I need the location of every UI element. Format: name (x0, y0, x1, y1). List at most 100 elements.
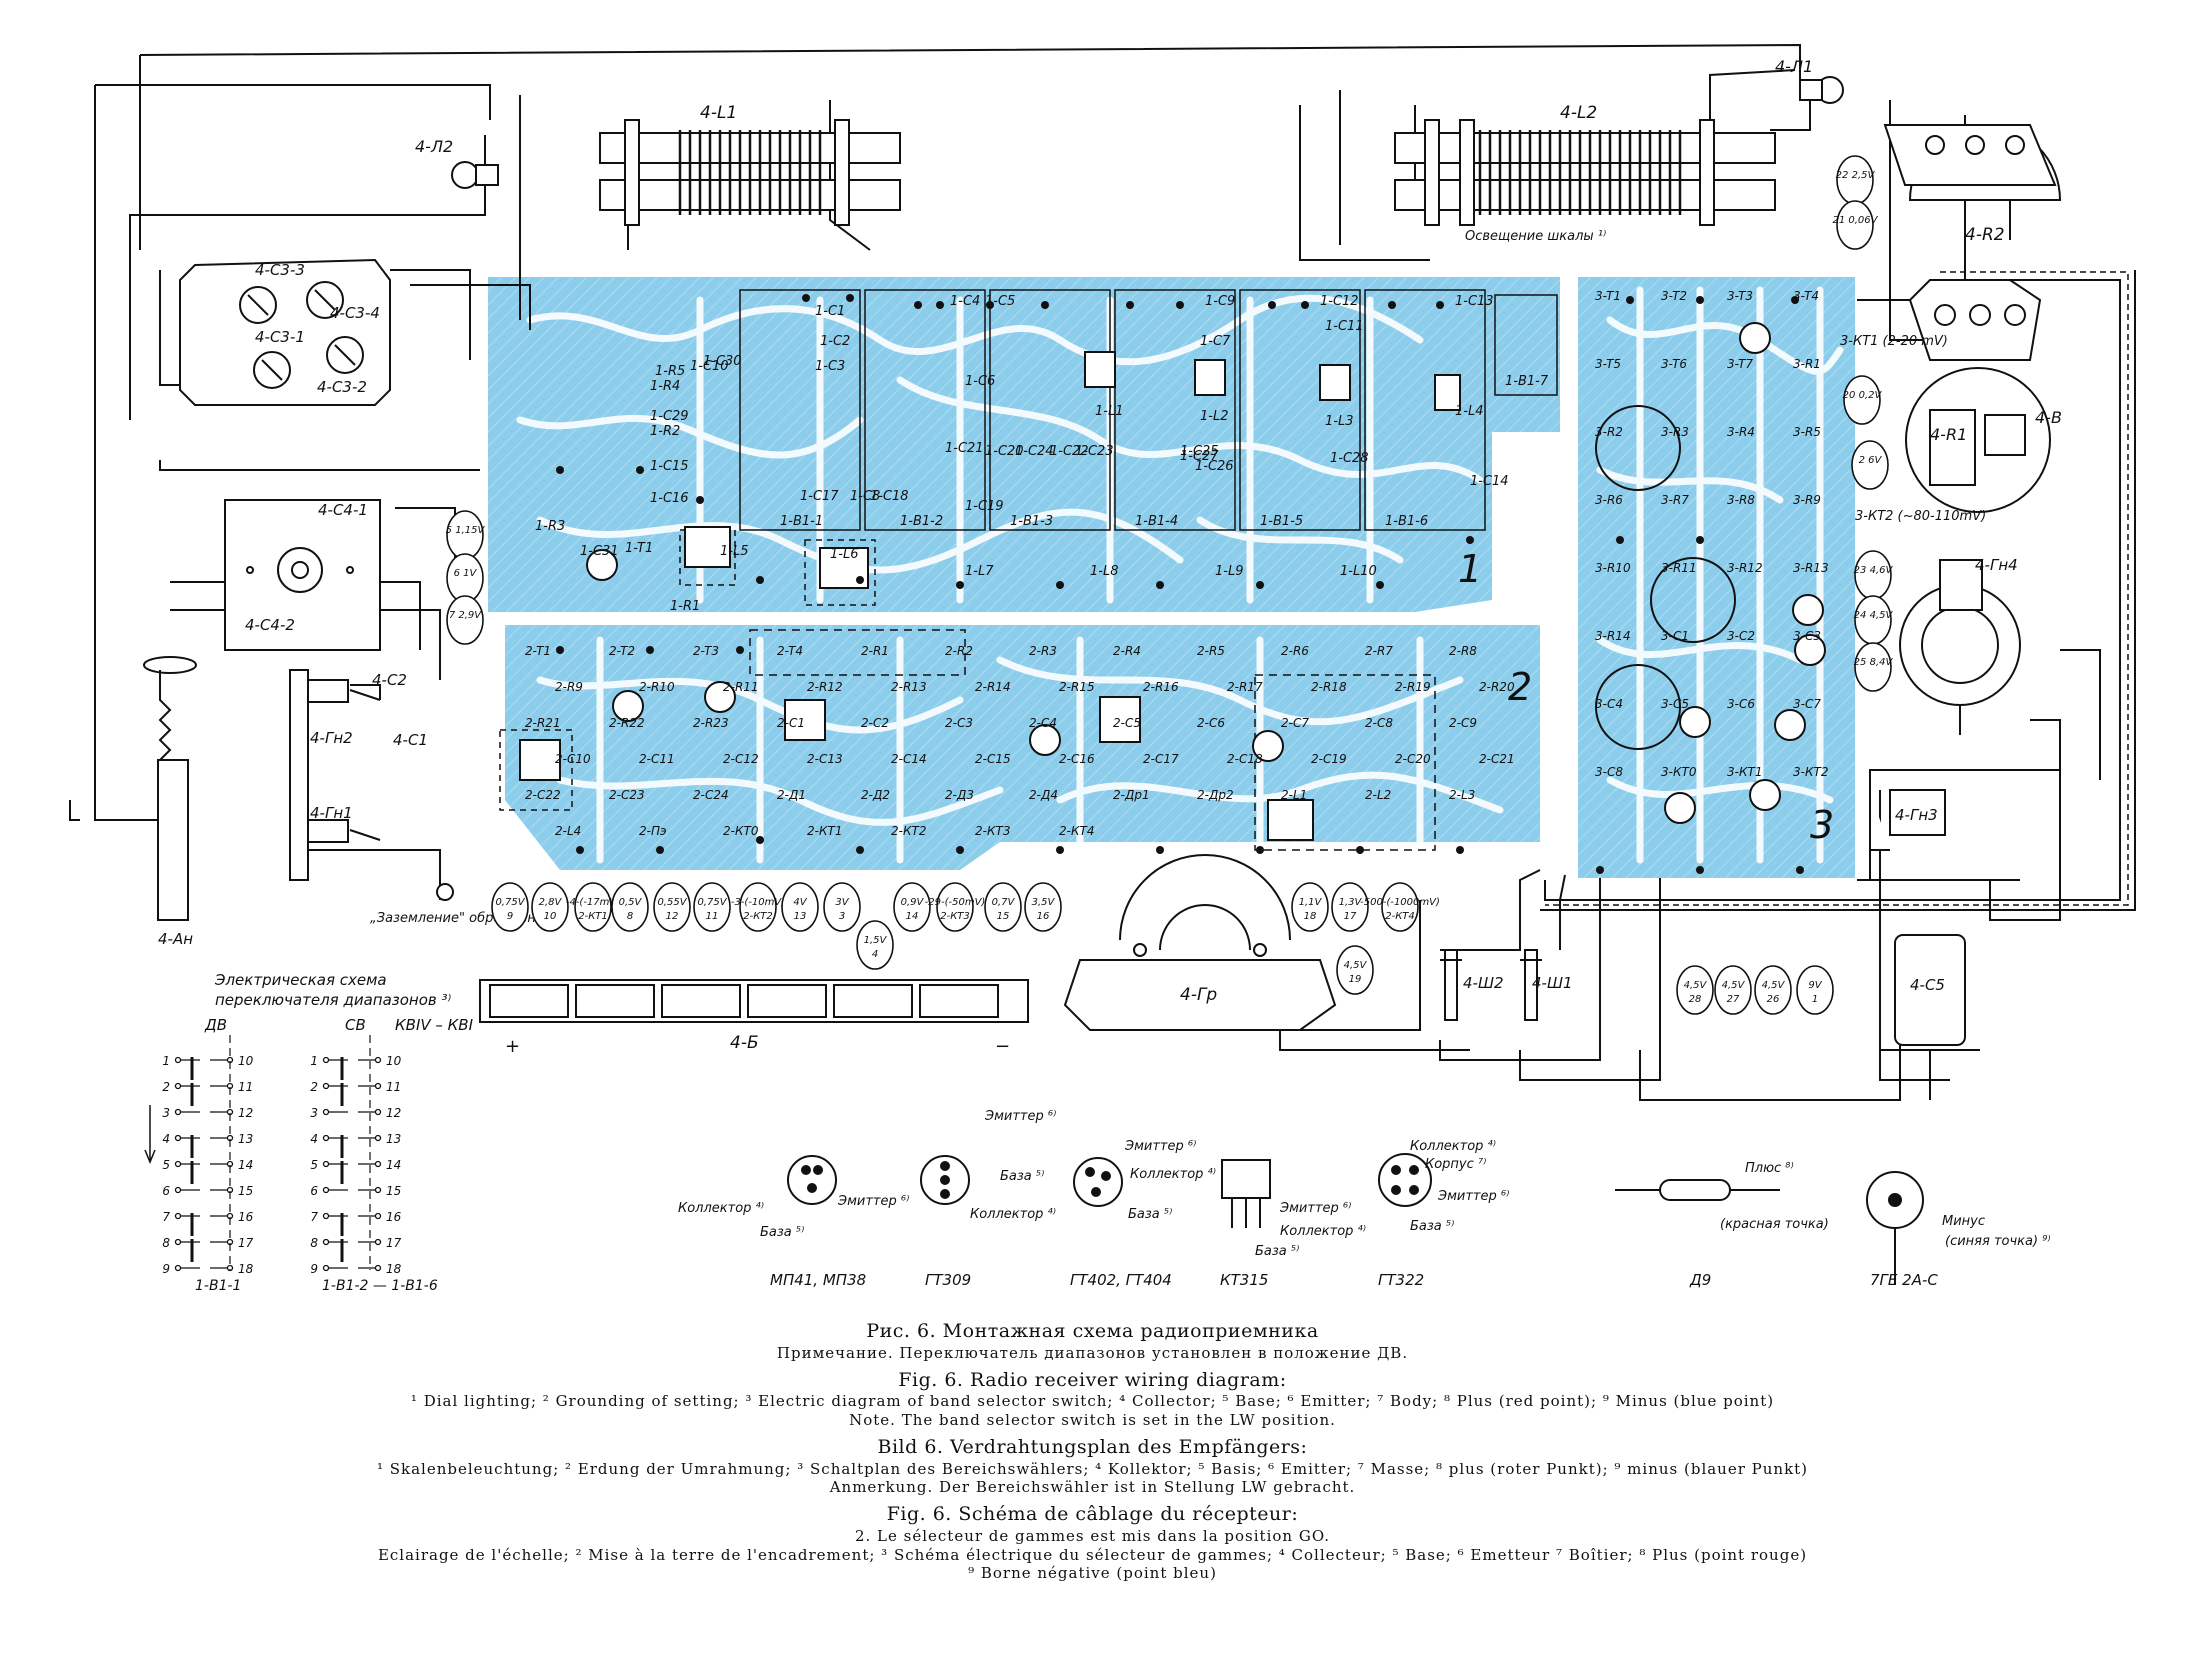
pinout-name: ГТ322 (1378, 1271, 1424, 1289)
component-label-2-c14: 2-C14 (891, 752, 927, 766)
switch-pin-left: 8 (162, 1236, 170, 1250)
variable-resistor-r2 (1883, 124, 2062, 201)
component-label-1-c29: 1-C29 (650, 409, 689, 424)
component-label-2-r4: 2-R4 (1113, 644, 1141, 658)
component-label-2-кт4: 2-КТ4 (1059, 824, 1094, 838)
component-label-3-r8: 3-R8 (1727, 493, 1755, 507)
switch-pin-right: 13 (238, 1132, 253, 1146)
pinout-mp41 (787, 1155, 837, 1205)
switch-row: 6 15 (162, 1184, 253, 1198)
switch-pin-right: 10 (386, 1054, 402, 1068)
switch-label-1: 1-B1-1 (195, 1278, 241, 1294)
pinout-pin-label: Плюс ⁸⁾ (1745, 1161, 1794, 1176)
switch-pin-right: 17 (386, 1236, 402, 1250)
component-label-2-c9: 2-C9 (1449, 716, 1477, 730)
component-label-3-c3: 3-C3 (1793, 629, 1821, 643)
component-label-3-r13: 3-R13 (1793, 561, 1829, 575)
component-label-2-c3: 2-C3 (945, 716, 973, 730)
switch-pin-right: 18 (386, 1262, 402, 1276)
component-label-3-r11: 3-R11 (1661, 561, 1697, 575)
component-label-3-c7: 3-C7 (1793, 697, 1821, 711)
component-label-2-r6: 2-R6 (1281, 644, 1309, 658)
component-label-2-l1: 2-L1 (1281, 788, 1307, 802)
test-point-voltage: 4V (793, 897, 807, 908)
pinout-pin-label: База ⁵⁾ (760, 1225, 804, 1240)
switch-pin-left: 3 (310, 1106, 318, 1120)
component-label-2-l3: 2-L3 (1449, 788, 1475, 802)
caption-en-legend: ¹ Dial lighting; ² Grounding of setting;… (410, 1392, 1775, 1411)
board-number-3: 3 (1810, 803, 1834, 847)
caption-ru-title: Рис. 6. Монтажная схема радиоприемника (866, 1320, 1319, 1342)
switch-pin-left: 8 (310, 1236, 318, 1250)
component-label-1-c7: 1-C7 (1200, 334, 1231, 349)
component-label-2-t2: 2-T2 (609, 644, 635, 658)
component-label-1-c9: 1-C9 (1205, 294, 1235, 309)
test-point-20: 6 1V (446, 553, 484, 603)
component-label-2-c6: 2-C6 (1197, 716, 1225, 730)
label-c3-1: 4-C3-1 (255, 328, 305, 346)
component-label-2-r23: 2-R23 (693, 716, 729, 730)
lamp-icon (451, 76, 1844, 189)
component-label-1-r5: 1-R5 (655, 364, 685, 379)
label-gn2: 4-Гн2 (310, 729, 353, 747)
component-label-1-c26: 1-C26 (1195, 459, 1234, 474)
switch-pin-right: 14 (386, 1158, 401, 1172)
rf-filter-boxes (499, 289, 1558, 851)
component-label-3-r3: 3-R3 (1661, 425, 1689, 439)
switch-pin-left: 3 (162, 1106, 170, 1120)
component-label-1-c30: 1-C30 (703, 354, 742, 369)
test-point-voltage: 20 0,2V (1843, 390, 1883, 401)
component-label-3-t2: 3-T2 (1661, 289, 1687, 303)
component-label-2-кт1: 2-КТ1 (807, 824, 842, 838)
component-label-1-l6: 1-L6 (830, 547, 858, 562)
pinout-name: ГТ402, ГТ404 (1070, 1271, 1172, 1289)
test-point-number: 15 (997, 911, 1010, 922)
test-point-voltage: 4,5V (1684, 980, 1708, 991)
component-label-1-b1-4: 1-B1-4 (1135, 514, 1178, 529)
component-label-2-t4: 2-T4 (777, 644, 803, 658)
switch-pin-right: 16 (238, 1210, 254, 1224)
component-label-1-c14: 1-C14 (1470, 474, 1509, 489)
pinout-pin-label: Коллектор ⁴⁾ (970, 1207, 1056, 1222)
test-point-7: -3-(-10mV)2-КТ2 (731, 882, 785, 932)
test-point-voltage: 1,3V (1339, 897, 1363, 908)
pinout-pin-label: База ⁵⁾ (1000, 1169, 1044, 1184)
component-label-2-r12: 2-R12 (807, 680, 843, 694)
label-4-L1: 4-L1 (700, 103, 737, 123)
test-point-number: 11 (706, 911, 719, 922)
label-c3-3: 4-C3-3 (255, 261, 305, 279)
test-point-voltage: 0,7V (992, 897, 1016, 908)
switch-pin-left: 5 (310, 1158, 318, 1172)
test-point-25: 2 6V (1851, 440, 1889, 490)
component-label-2-r10: 2-R10 (639, 680, 675, 694)
pinout-pin-label: (красная точка) (1720, 1217, 1829, 1232)
test-point-voltage: 0,5V (619, 897, 643, 908)
test-point-number: 16 (1037, 911, 1050, 922)
test-point-voltage: -29-(-50mV) (925, 897, 986, 908)
switch-pin-left: 2 (162, 1080, 170, 1094)
pinout-pin-label: Минус (1942, 1214, 1985, 1229)
component-label-1-l3: 1-L3 (1325, 414, 1353, 429)
component-label-1-c12: 1-C12 (1320, 294, 1359, 309)
component-label-1-b1-1: 1-B1-1 (780, 514, 823, 529)
label-c3-2: 4-C3-2 (317, 378, 367, 396)
component-label-1-c10: 1-C10 (690, 359, 729, 374)
component-label-2-c12: 2-C12 (723, 752, 759, 766)
component-label-1-l8: 1-L8 (1090, 564, 1118, 579)
test-point-voltage: 3,5V (1032, 897, 1056, 908)
pinout-pin-label: Эмиттер ⁶⁾ (837, 1194, 909, 1209)
pinout-gt402 (1073, 1157, 1123, 1207)
switch-pin-right: 15 (238, 1184, 253, 1198)
test-point-32: 9V1 (1796, 965, 1834, 1015)
label-speaker: 4-Гр (1180, 985, 1217, 1005)
component-label-1-c24: 1-C24 (1015, 444, 1054, 459)
switch-pin-right: 11 (238, 1080, 253, 1094)
test-point-voltage: 0,75V (495, 897, 525, 908)
component-label-1-c6: 1-C6 (965, 374, 995, 389)
switch-pin-left: 6 (162, 1184, 170, 1198)
pinout-pin-label: Эмиттер ⁶⁾ (1437, 1189, 1509, 1204)
test-point-number: 2-КТ3 (940, 911, 970, 922)
test-point-voltage: 9V (1808, 980, 1822, 991)
